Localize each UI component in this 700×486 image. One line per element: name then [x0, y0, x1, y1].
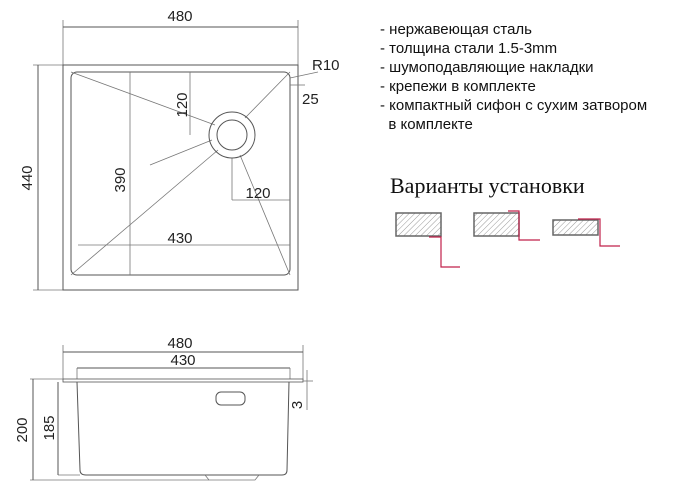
feature-list: - нержавеющая сталь - толщина стали 1.5-…: [380, 20, 647, 134]
feature-item: - компактный сифон с сухим затвором: [380, 97, 648, 114]
feature-item: - нержавеющая сталь: [380, 21, 532, 38]
rim-thickness-label: 3: [289, 401, 306, 409]
variant-flush: [473, 210, 540, 241]
inner-width-label: 430: [167, 230, 192, 247]
drain-inner: [216, 119, 248, 151]
top-height-label: 440: [19, 165, 36, 190]
inner-height-label: 390: [112, 167, 129, 192]
top-width-label: 480: [167, 8, 192, 25]
side-height-label: 200: [14, 417, 31, 442]
side-inner-height-label: 185: [41, 415, 58, 440]
sink-outline: [62, 64, 299, 291]
feature-item: в комплекте: [380, 116, 473, 133]
side-width-label: 480: [167, 335, 192, 352]
drain-outer: [208, 111, 256, 159]
bowl-outline: [70, 71, 291, 276]
drain-top-offset-label: 120: [174, 92, 191, 117]
variant-overmount: [552, 218, 620, 247]
side-inner-width-label: 430: [170, 352, 195, 369]
top-view: 480 440 390 120 430 120 25 R10: [19, 8, 340, 291]
variant-undermount: [395, 212, 460, 268]
variants-title: Варианты установки: [390, 173, 585, 198]
feature-item: - толщина стали 1.5-3mm: [380, 40, 558, 57]
feature-item: - крепежи в комплекте: [380, 78, 536, 95]
drain-side-offset-label: 120: [245, 185, 270, 202]
side-view: 480 430 3 200 185: [14, 335, 313, 481]
feature-item: - шумоподавляющие накладки: [380, 59, 594, 76]
installation-variants: [395, 210, 620, 268]
bowl-profile: [76, 381, 290, 476]
rim-label: 25: [302, 91, 319, 108]
overflow-slot: [215, 391, 246, 406]
rim: [62, 378, 304, 383]
radius-label: R10: [312, 57, 340, 74]
